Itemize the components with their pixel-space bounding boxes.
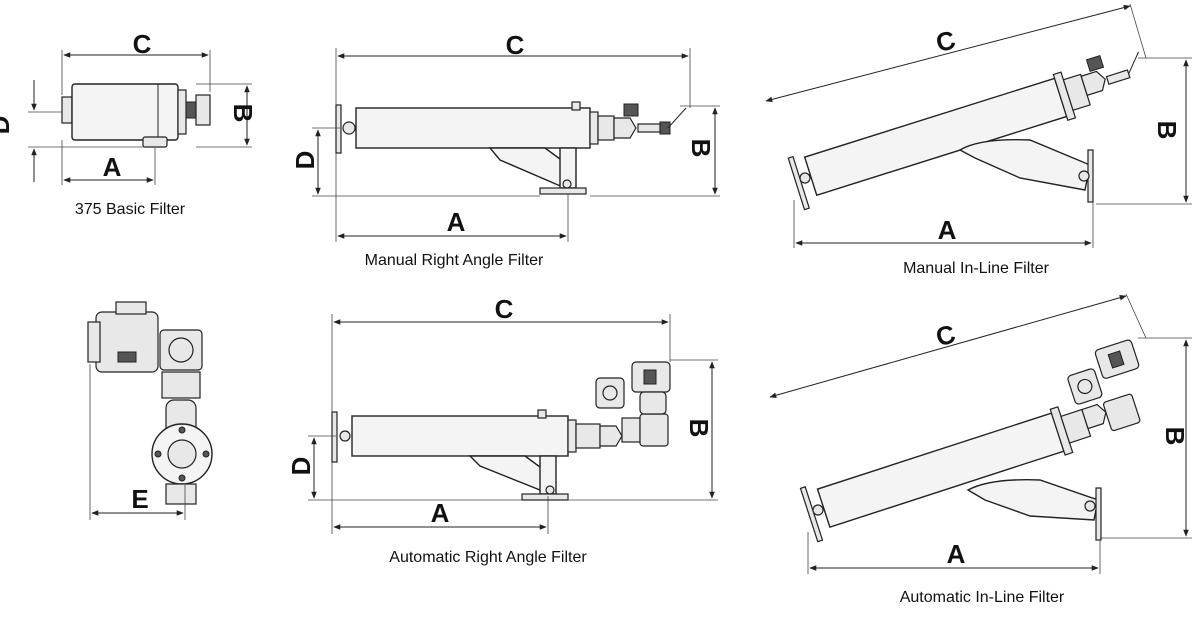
manual-inline-dim-c-label: C <box>933 24 959 58</box>
auto-inline-caption: Automatic In-Line Filter <box>900 589 1065 606</box>
basic-filter-drawing <box>61 83 211 148</box>
basic-dim-a-label: A <box>103 152 122 182</box>
auto-inline-dim-b-label: B <box>1160 427 1190 446</box>
manual-inline-caption: Manual In-Line Filter <box>903 260 1050 277</box>
auto-right-angle-dim-c-label: C <box>495 294 514 324</box>
manual-right-angle-diagram: C B D A Manual Right Angle Filter <box>290 30 720 269</box>
auto-right-angle-diagram: C B D A Automatic Right Angle Filter <box>286 294 718 566</box>
auto-right-angle-dim-b-label: B <box>684 419 714 438</box>
auto-inline-dim-a-label: A <box>947 539 966 569</box>
auto-right-angle-caption: Automatic Right Angle Filter <box>389 549 587 566</box>
manual-inline-dim-a-label: A <box>938 215 957 245</box>
manual-right-angle-dim-b-label: B <box>686 139 716 158</box>
manual-right-angle-caption: Manual Right Angle Filter <box>365 252 544 269</box>
basic-filter-diagram: C B D A 375 Basic Filter <box>0 29 258 218</box>
manual-inline-diagram: C B A Manual In-Line Filter <box>765 3 1192 277</box>
manual-inline-dim-c-line <box>765 4 1131 103</box>
end-view-dim-e-label: E <box>131 484 148 514</box>
auto-right-angle-drawing <box>331 361 671 501</box>
basic-filter-caption: 375 Basic Filter <box>75 201 186 218</box>
auto-right-angle-dim-a-label: A <box>431 498 450 528</box>
basic-dim-c-label: C <box>133 29 152 59</box>
end-view-diagram: E <box>87 301 213 520</box>
auto-inline-dim-c-line <box>769 295 1127 398</box>
auto-inline-drawing <box>799 339 1141 543</box>
end-view-drawing <box>87 301 213 505</box>
auto-inline-dim-c-label: C <box>932 318 959 352</box>
manual-right-angle-dim-a-label: A <box>447 207 466 237</box>
manual-right-angle-drawing <box>335 101 687 195</box>
basic-dim-b-label: B <box>228 104 258 123</box>
manual-right-angle-dim-d-label: D <box>290 151 320 170</box>
auto-right-angle-dim-d-label: D <box>286 457 316 476</box>
manual-inline-dim-b-label: B <box>1152 121 1182 140</box>
basic-dim-d-label: D <box>0 116 15 135</box>
manual-inline-drawing <box>787 51 1139 211</box>
manual-right-angle-dim-c-label: C <box>506 30 525 60</box>
auto-inline-diagram: C B A Automatic In-Line Filter <box>769 293 1192 606</box>
